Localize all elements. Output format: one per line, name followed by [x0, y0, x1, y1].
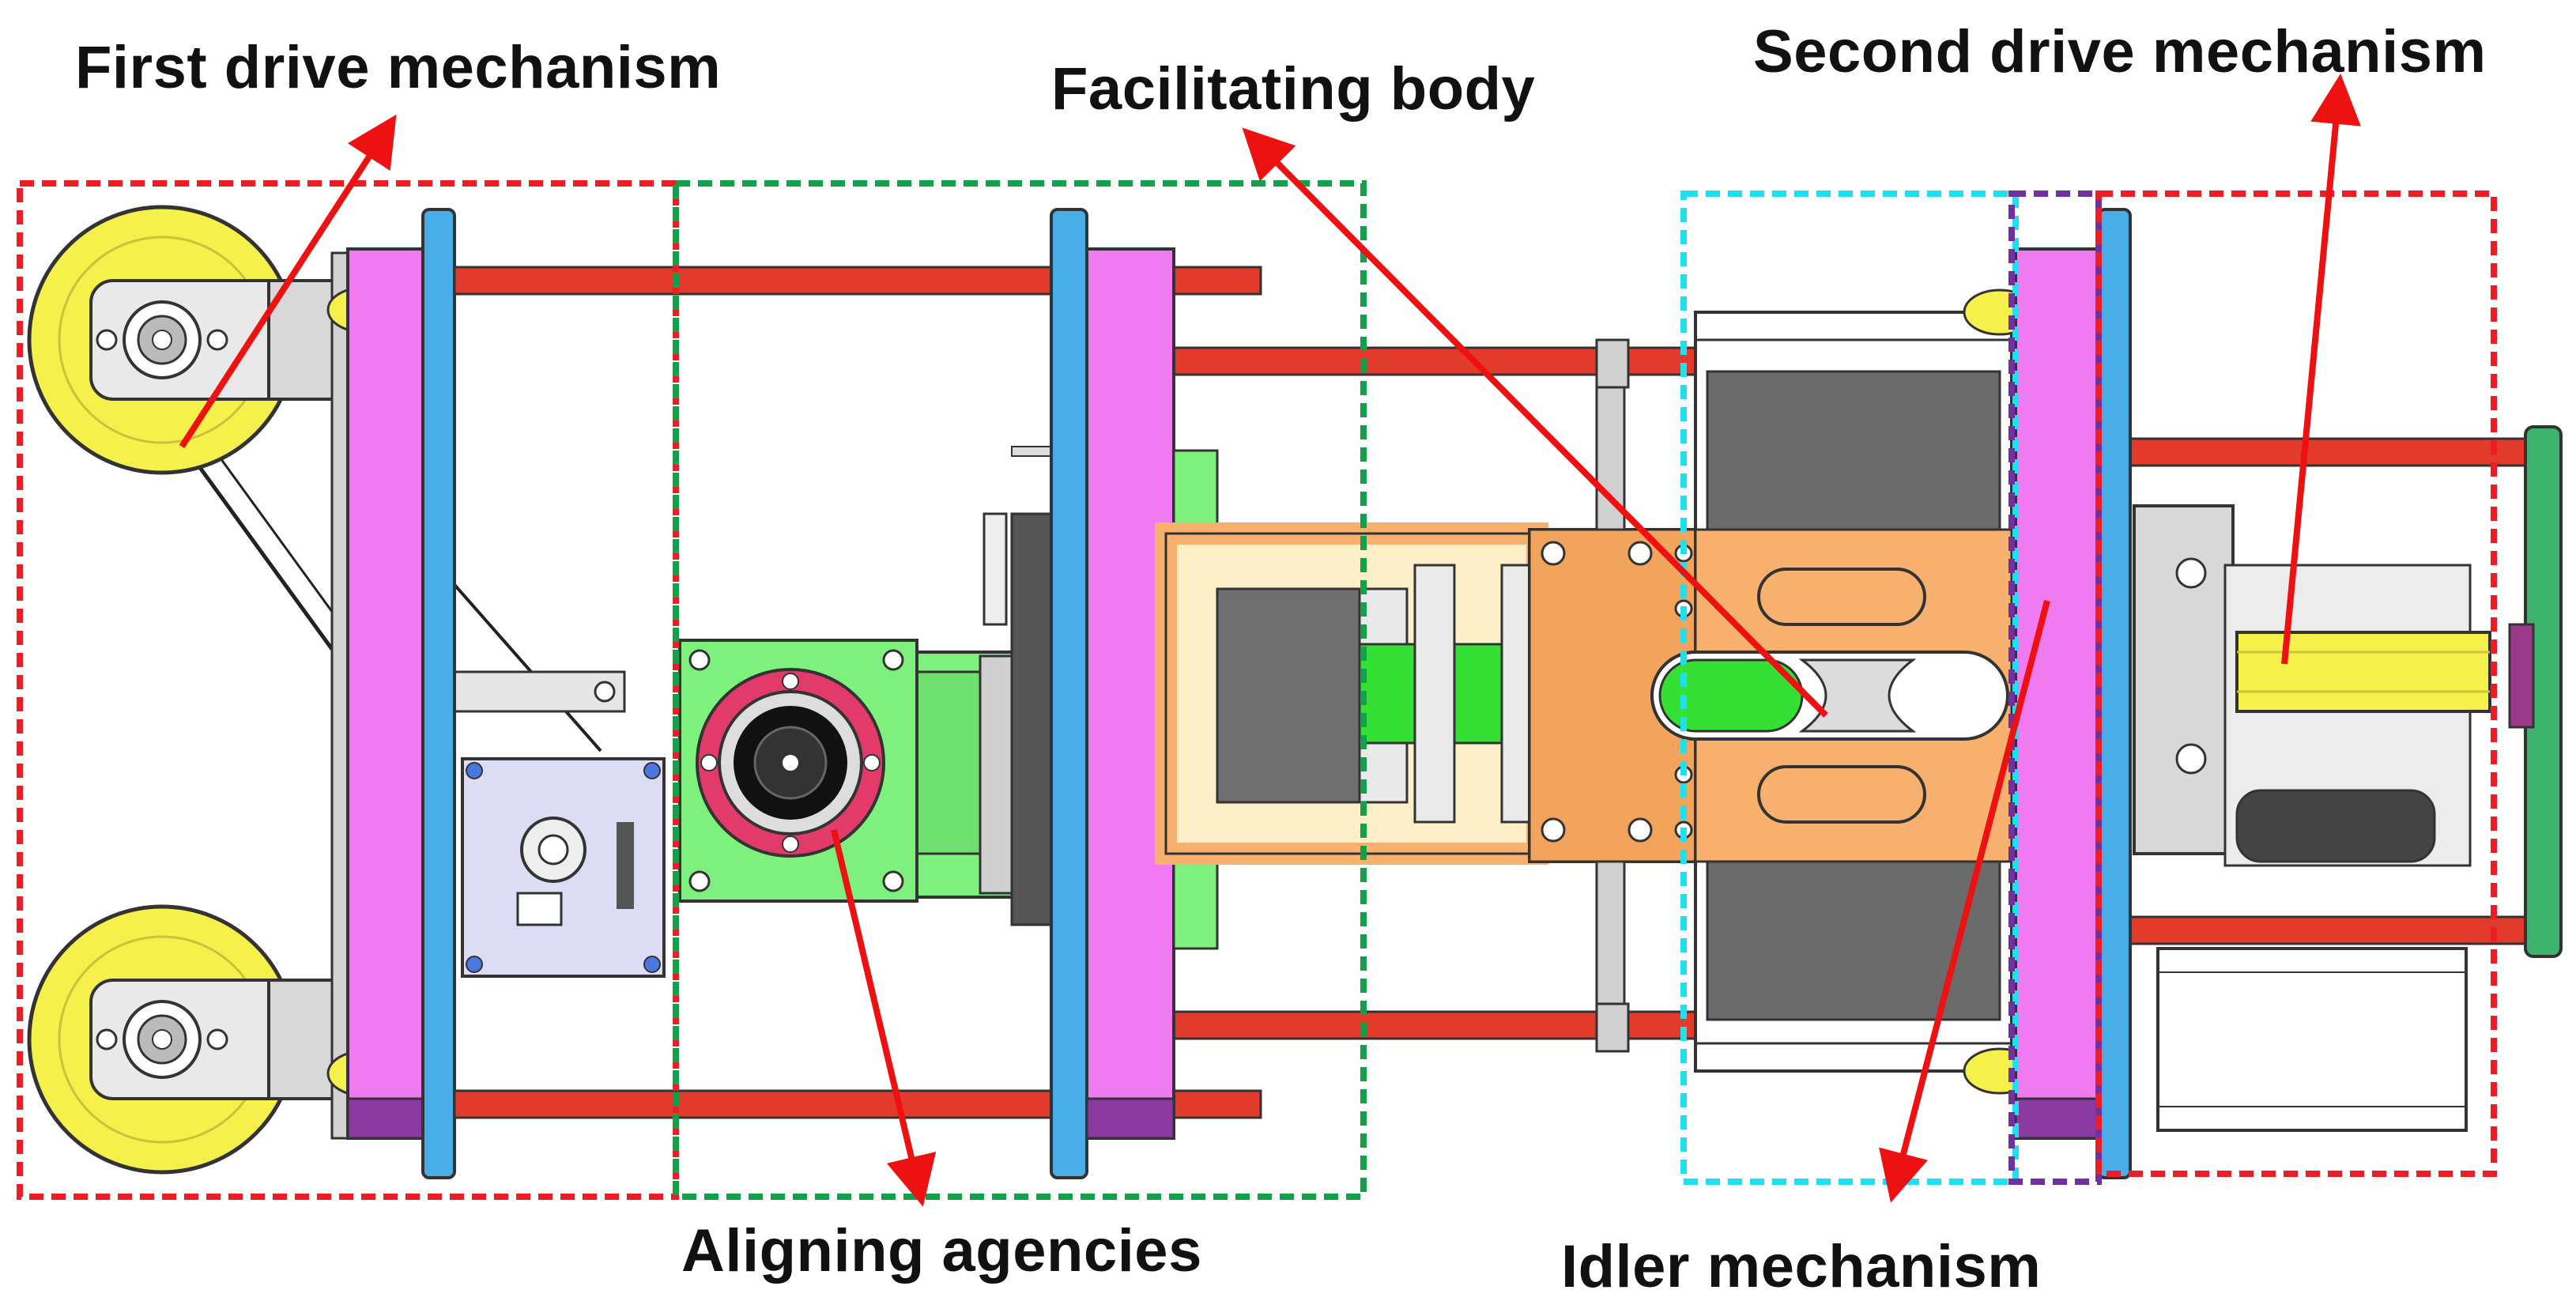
box-second-drive: [2095, 190, 2497, 1177]
annotation-arrows: [179, 74, 2361, 1207]
middle-blue-plate: [1050, 208, 1088, 1179]
label-aligning-agencies: Aligning agencies: [681, 1217, 1202, 1284]
box-divider: [2008, 190, 2102, 1185]
arrow-first-drive: [179, 114, 397, 449]
left-blue-plate: [421, 208, 456, 1179]
right-blue-plate: [2097, 208, 2132, 1179]
idler-mechanism: [1595, 208, 2132, 1179]
drive-wheel-bottom: [27, 904, 357, 1175]
facilitating-body: [1155, 449, 2013, 950]
arrow-aligning: [831, 829, 937, 1207]
box-aligning: [673, 180, 1367, 1200]
group-boxes: [17, 180, 2497, 1200]
rail-top-right: [2093, 437, 2539, 467]
middle-support: [1050, 208, 1175, 1179]
second-drive-mechanism: [2133, 425, 2563, 1132]
arrow-idler: [1879, 599, 2050, 1203]
right-pink-plate: [2014, 247, 2104, 1140]
yellow-pulley: [2235, 631, 2491, 713]
lower-motor: [2156, 947, 2468, 1132]
rail-bottom-right: [2093, 915, 2539, 945]
label-second-drive-mechanism: Second drive mechanism: [1753, 18, 2487, 85]
aligning-agencies: [678, 446, 1080, 926]
label-idler-mechanism: Idler mechanism: [1561, 1233, 2042, 1300]
first-drive-mechanism: [27, 205, 666, 1179]
label-first-drive-mechanism: First drive mechanism: [75, 34, 722, 101]
arrow-facilitating: [1242, 127, 1828, 718]
box-facilitating: [1680, 190, 2019, 1185]
arrow-second-drive: [2281, 74, 2361, 665]
label-facilitating-body: Facilitating body: [1051, 55, 1536, 123]
box-first-drive: [17, 180, 679, 1200]
